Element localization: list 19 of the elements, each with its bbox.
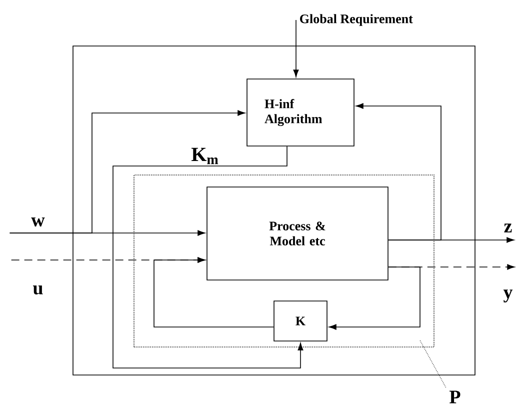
process-box: H-inf Algorithm	[246, 78, 354, 146]
arrow	[293, 20, 299, 78]
edge-label: K$_{m}$	[191, 148, 218, 164]
arrow	[112, 146, 304, 368]
signal-label: u	[33, 286, 43, 294]
process-box: Process & Model etc	[206, 186, 388, 280]
signal-label: z	[504, 224, 512, 232]
arrow	[356, 103, 442, 240]
signal-label: y	[503, 290, 513, 302]
arrow	[154, 257, 274, 328]
arrow	[9, 110, 246, 234]
outer-box	[72, 46, 476, 376]
controller-box: K	[274, 300, 328, 342]
arrow	[328, 266, 420, 330]
leader-line	[420, 340, 446, 388]
plant-label: P	[450, 390, 460, 404]
requirement-text: Global Requirement	[300, 14, 413, 26]
signal-label: w	[31, 218, 45, 226]
plant-boundary-box	[134, 174, 434, 348]
